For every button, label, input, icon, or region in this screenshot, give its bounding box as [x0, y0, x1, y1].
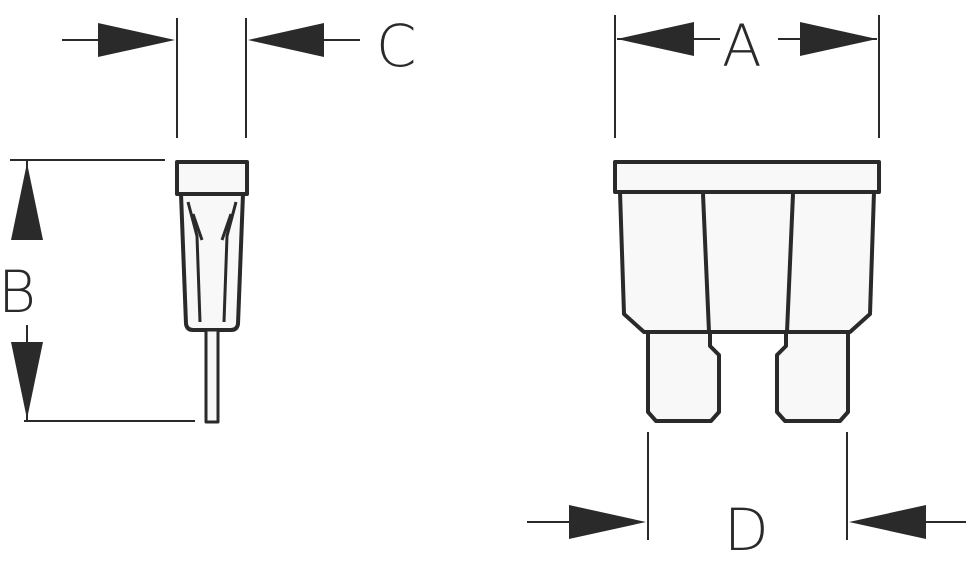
dimension-c-arrow-right	[248, 23, 324, 57]
front-view	[613, 160, 881, 423]
dimension-a-arrow-left	[617, 22, 694, 56]
front-view-body	[618, 190, 876, 334]
front-view-ribs	[701, 193, 795, 333]
side-view-cap	[175, 160, 249, 196]
dimension-c: C	[62, 12, 417, 138]
front-view-left-blade	[646, 334, 721, 423]
side-view-blade	[204, 328, 220, 424]
side-view-inner-lines	[186, 201, 238, 323]
side-view	[175, 160, 249, 424]
dimension-a-arrow-right	[800, 22, 877, 56]
dimension-d: D	[527, 432, 966, 561]
dimension-a: A	[614, 12, 880, 138]
front-view-top-strip	[613, 160, 881, 194]
dimension-b-arrow-up	[11, 163, 43, 240]
dimension-b-label: B	[0, 258, 36, 326]
front-view-right-blade	[775, 334, 850, 423]
dimension-d-arrow-left	[569, 505, 646, 539]
dimension-b-arrow-down	[11, 342, 43, 419]
dimension-c-arrow-left	[98, 23, 175, 57]
dimension-b: B	[0, 159, 195, 422]
dimension-a-label: A	[722, 12, 762, 80]
dimension-d-label: D	[724, 496, 769, 561]
dimension-d-arrow-right	[849, 505, 926, 539]
dimension-c-label: C	[376, 12, 417, 80]
